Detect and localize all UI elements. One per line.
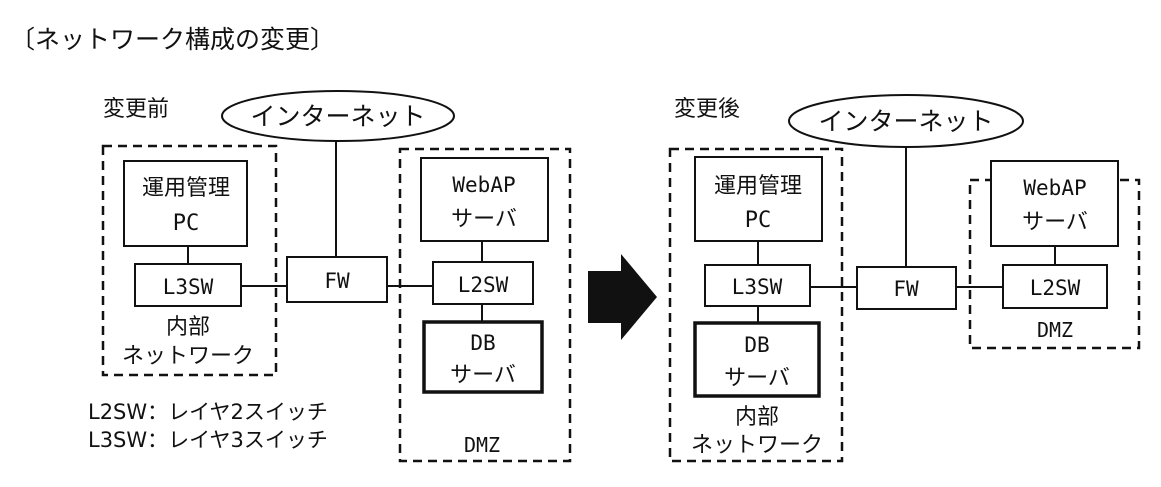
after-l2sw-box <box>1002 264 1108 309</box>
after-db-line2: サーバ <box>724 366 790 391</box>
before-ops-pc-line2: PC <box>173 211 200 236</box>
after-ops-pc-line1: 運用管理 <box>714 174 802 199</box>
after-ops-pc-line2: PC <box>745 208 772 233</box>
after-dmz-zone <box>968 178 1141 350</box>
page-title: 〔ネットワーク構成の変更〕 <box>10 25 335 54</box>
after-l3sw-label: L3SW <box>732 275 783 299</box>
before-dmz-label: DMZ <box>464 433 500 457</box>
after-webap-line2: サーバ <box>1022 210 1088 235</box>
before-internal-zone <box>101 144 278 377</box>
before-fw-label: FW <box>324 269 350 293</box>
after-label: 変更後 <box>674 97 740 122</box>
after-webap-line1: WebAP <box>1023 176 1086 200</box>
before-l2sw-box <box>432 261 534 305</box>
after-diagram: 変更後 インターネット 運用管理 PC L3SW DB サーバ 内部 ネットワー… <box>668 94 1141 463</box>
before-ops-pc-box <box>123 160 248 247</box>
after-db-box <box>693 321 821 398</box>
before-label: 変更前 <box>103 97 169 122</box>
before-internet-cloud <box>221 90 455 142</box>
after-internet-label: インターネット <box>818 107 993 136</box>
after-webap-box <box>990 160 1119 247</box>
before-l3sw-box <box>134 263 242 307</box>
after-internal-label-line2: ネットワーク <box>691 433 823 458</box>
after-l2sw-label: L2SW <box>1030 276 1081 300</box>
before-db-box <box>422 320 544 394</box>
before-internal-label-line1: 内部 <box>166 315 210 340</box>
before-ops-pc-line1: 運用管理 <box>142 176 230 201</box>
before-webap-line1: WebAP <box>452 173 515 197</box>
after-internal-zone <box>668 147 844 463</box>
before-webap-line2: サーバ <box>451 207 517 232</box>
before-internet-label: インターネット <box>250 102 425 131</box>
before-db-line1: DB <box>470 331 495 355</box>
after-db-line1: DB <box>744 333 769 357</box>
after-ops-pc-box <box>694 156 823 242</box>
right-arrow-icon <box>588 254 657 340</box>
before-diagram: 変更前 インターネット 運用管理 PC L3SW 内部 ネットワーク FW We… <box>88 90 572 463</box>
before-fw-box <box>286 256 388 303</box>
before-l3sw-label: L3SW <box>163 275 214 299</box>
after-internal-label-line1: 内部 <box>735 405 779 430</box>
before-l2sw-label: L2SW <box>458 273 509 297</box>
before-internal-label-line2: ネットワーク <box>122 344 254 369</box>
legend-l3sw: L3SW：レイヤ3スイッチ <box>88 428 328 452</box>
legend-l2sw: L2SW：レイヤ2スイッチ <box>88 400 328 424</box>
after-fw-label: FW <box>893 277 919 301</box>
before-webap-box <box>420 157 549 242</box>
before-db-line2: サーバ <box>450 363 516 388</box>
after-l3sw-box <box>704 264 811 307</box>
after-dmz-label: DMZ <box>1037 318 1073 342</box>
after-fw-box <box>856 266 957 310</box>
